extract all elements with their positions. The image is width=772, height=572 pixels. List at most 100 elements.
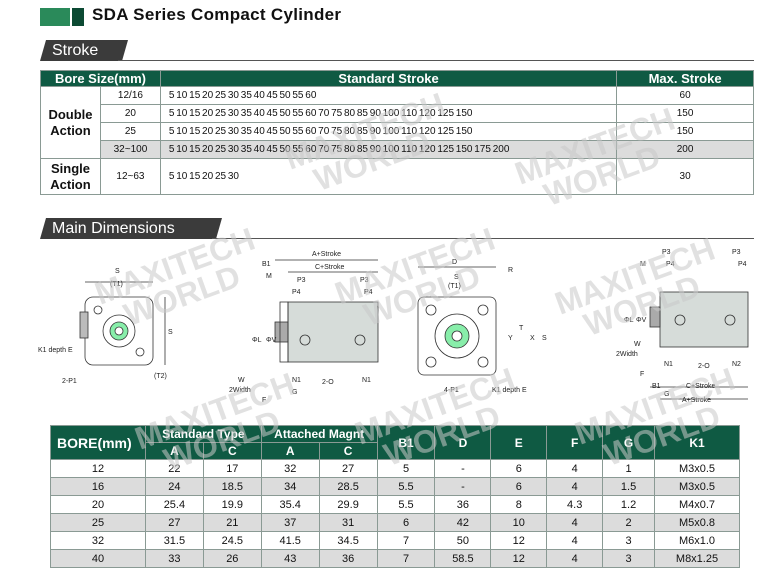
dim-cell: 29.9 [318,495,378,514]
dim-header-row: BORE(mm) Standard Type Attached Magnt B1… [50,425,740,460]
dim-cell: 33 [144,549,204,568]
dim-cell: 5.5 [376,477,436,496]
max-stroke-cell: 150 [616,122,754,141]
label-t1: (T1) [448,283,461,290]
dim-cell: 6 [376,513,436,532]
label-2-o: 2-O [322,379,334,386]
title-accent-bar-dark [72,8,84,26]
header-standard-type: Standard Type [144,425,262,443]
label-b1: B1 [652,383,661,390]
label-g: G [292,389,297,396]
section-tab-stroke: Stroke [40,40,128,61]
label-m: M [266,273,272,280]
dim-cell: M4x0.7 [654,495,740,514]
header-k1: K1 [654,425,740,460]
bore-cell: 32~100 [99,140,161,159]
dim-cell: 6 [490,459,548,478]
dim-cell: 50 [434,531,492,550]
dim-cell: 5 [376,459,436,478]
max-stroke-cell: 200 [616,140,754,159]
header-max-stroke: Max. Stroke [616,70,754,87]
dim-cell: 42 [434,513,492,532]
label-phi-l: ΦL [252,337,262,344]
header-bore: BORE(mm) [50,425,146,460]
dim-cell: 12 [490,549,548,568]
dim-cell: 58.5 [434,549,492,568]
label-t: T [519,325,524,332]
dim-cell: 17 [202,459,262,478]
label-p4-right: P4 [738,261,747,268]
label-p3: P3 [662,249,671,256]
label-m: M [640,261,646,268]
label-d: D [452,259,457,266]
header-standard-stroke: Standard Stroke [159,70,618,87]
dim-cell: 22 [144,459,204,478]
table-row: Single Action 12~63 5 10 15 20 25 30 30 [40,158,754,195]
label-phi-v: ΦV [636,317,647,324]
label-k1-depth: K1 depth E [38,347,73,354]
dim-cell: 1.5 [602,477,656,496]
dim-cell: 18.5 [202,477,262,496]
stroke-table-header: Bore Size(mm) Standard Stroke Max. Strok… [40,70,754,87]
dim-cell: 35.4 [260,495,320,514]
label-s-vertical: S [542,335,547,342]
label-a-stroke: A+Stroke [682,397,711,404]
bore-cell: 16 [50,477,146,496]
dim-cell: 25.4 [144,495,204,514]
label-y: Y [508,335,513,342]
dim-cell: 27 [144,513,204,532]
label-k1-depth: K1 depth E [492,387,527,394]
dim-cell: 19.9 [202,495,262,514]
table-row: Double Action 12/16 5 10 15 20 25 30 35 … [40,86,754,159]
dimensions-table: BORE(mm) Standard Type Attached Magnt B1… [50,425,740,568]
label-c-stroke: C+Stroke [686,383,715,390]
label-c-stroke: C+Stroke [315,264,344,271]
header-g: G [602,425,656,460]
front-view-drawing [79,281,166,366]
label-p4-right: P4 [364,289,373,296]
header-bore-size: Bore Size(mm) [40,70,161,87]
label-2width: 2Width [229,387,251,394]
technical-drawings: S (T1) S (T2) K1 depth E 2-P1 A+Stroke C… [38,249,749,404]
bore-cell: 32 [50,531,146,550]
max-stroke-cell: 60 [616,86,754,105]
dim-cell: 43 [260,549,320,568]
dim-cell: 4 [546,549,604,568]
header-c-magnet: C [318,442,378,460]
dim-cell: 8 [490,495,548,514]
dim-cell: M5x0.8 [654,513,740,532]
dim-cell: 31.5 [144,531,204,550]
label-w: W [238,377,245,384]
header-d: D [434,425,492,460]
label-s: S [454,274,459,281]
header-a-magnet: A [260,442,320,460]
bore-cell: 20 [99,104,161,123]
dim-cell: M3x0.5 [654,459,740,478]
label-f: F [262,397,266,404]
dim-cell: 3 [602,531,656,550]
dim-cell: 4 [546,531,604,550]
label-s: S [115,268,120,275]
section-tab-main-dimensions: Main Dimensions [40,218,222,239]
dim-cell: 5.5 [376,495,436,514]
label-t1: (T1) [110,281,123,288]
dim-cell: 7 [376,549,436,568]
header-f: F [546,425,604,460]
label-2-p1: 2-P1 [62,378,77,385]
table-row: 20 5 10 15 20 25 30 35 40 45 50 55 60 70… [41,104,754,123]
bore-cell: 12 [50,459,146,478]
dim-cell: 34 [260,477,320,496]
stroke-cell: 5 10 15 20 25 30 35 40 45 50 55 60 70 75… [159,122,618,141]
rear-view-drawing [417,266,497,376]
label-2-o: 2-O [698,363,710,370]
dim-cell: 24.5 [202,531,262,550]
dim-cell: 1.2 [602,495,656,514]
group-double-action: Double Action [40,86,101,159]
label-n2: N2 [732,361,741,368]
stroke-cell: 5 10 15 20 25 30 35 40 45 50 55 60 70 75… [159,104,618,123]
stroke-cell: 5 10 15 20 25 30 [159,158,618,195]
label-4-p1: 4-P1 [444,387,459,394]
